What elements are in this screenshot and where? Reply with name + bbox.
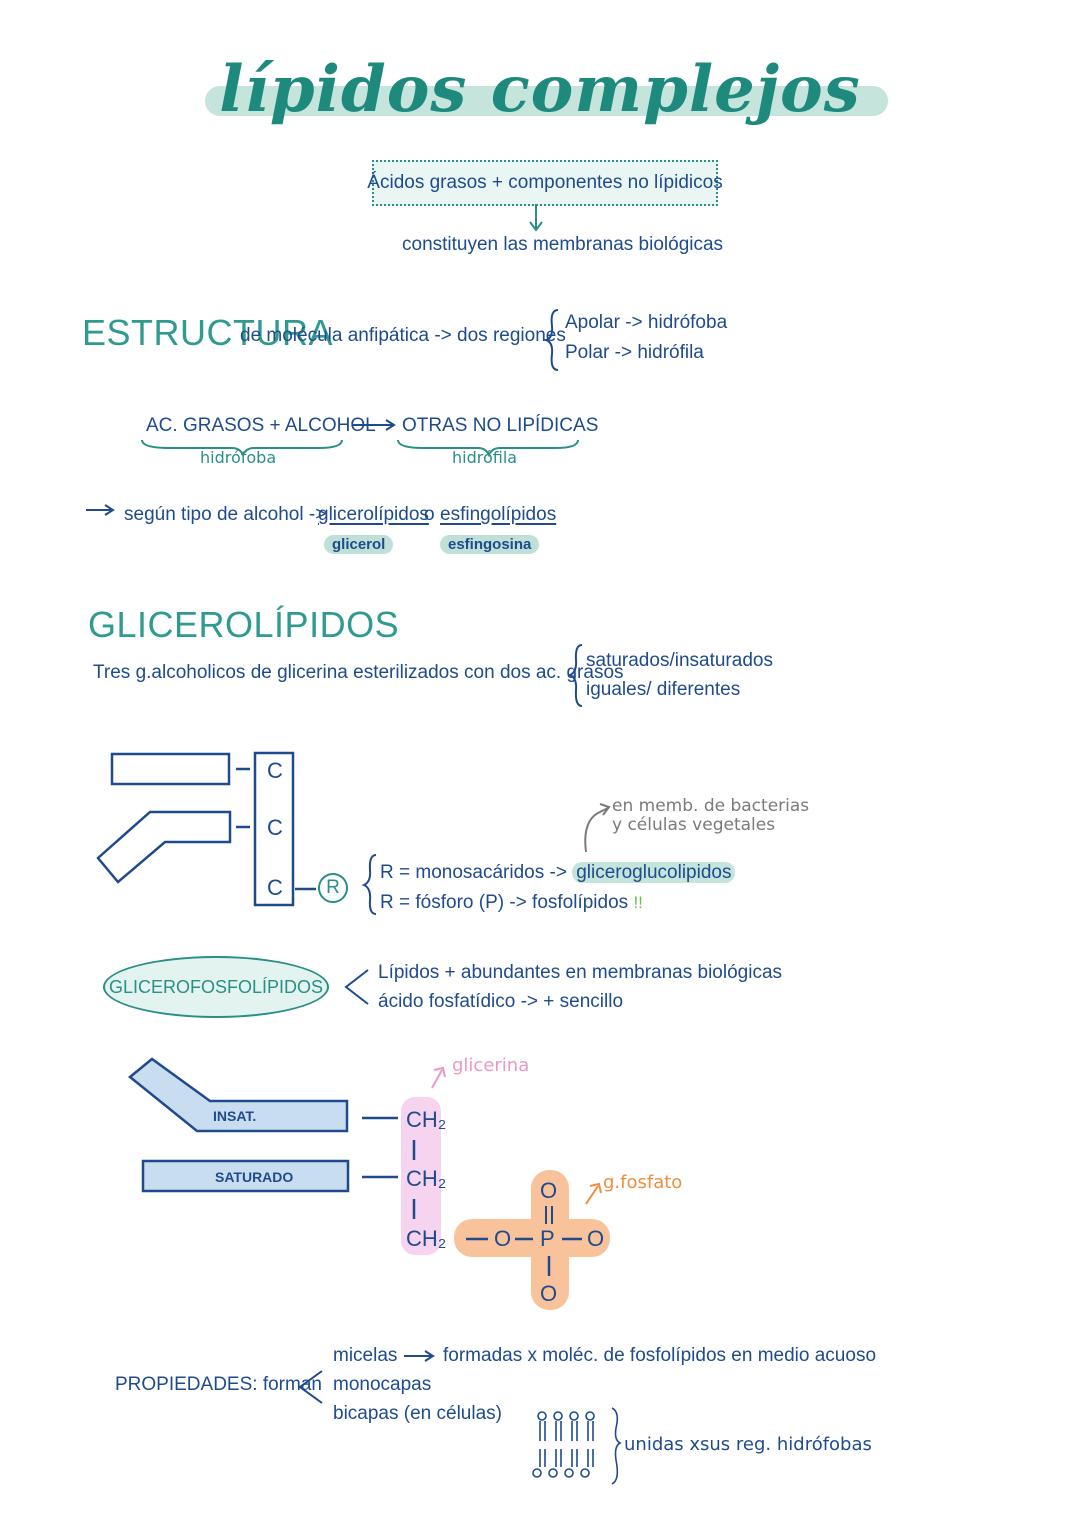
page-title: lípidos complejos xyxy=(219,52,861,127)
glicerina-label: glicerina xyxy=(452,1055,530,1076)
definition-box: Ácidos grasos + componentes no lípidicos xyxy=(367,160,723,206)
gfl-point-1: Lípidos + abundantes en membranas biológ… xyxy=(378,962,783,983)
r-option-1-text: R = monosacáridos -> xyxy=(380,862,567,883)
carbon-1: C xyxy=(267,758,283,783)
bilayer-sketch xyxy=(532,1407,622,1485)
note-arrow-head xyxy=(599,803,611,816)
heading-estructura: ESTRUCTURA xyxy=(82,312,334,353)
ch2-2: CH₂ xyxy=(406,1166,447,1191)
exclaim-mark: !! xyxy=(633,893,643,912)
tag-esfingosina: esfingosina xyxy=(440,535,540,554)
option-glicerolipidos: glicerolípidos xyxy=(318,504,429,525)
oxygen-bottom: O xyxy=(540,1281,558,1306)
r-option-2-text: R = fósforo (P) -> fosfolípidos xyxy=(380,892,629,913)
oval-glicerofosfolipidos: GLICEROFOSFOLÍPIDOS xyxy=(103,956,329,1018)
fosfato-label: g.fosfato xyxy=(603,1172,683,1193)
brace-hidrofoba xyxy=(141,439,343,458)
fosfato-arrow-head xyxy=(589,1182,602,1194)
oxygen-top: O xyxy=(540,1178,558,1203)
heading-glicerolipidos: GLICEROLÍPIDOS xyxy=(88,604,400,645)
carbon-2: C xyxy=(267,815,283,840)
part-acgrasos-note: hidrófoba xyxy=(200,448,277,467)
fosfato-arrow-line xyxy=(585,1185,599,1205)
gfl-angle-bracket xyxy=(344,969,369,1005)
propiedades-bracket xyxy=(298,1370,323,1404)
chain-bent-2 xyxy=(96,810,232,884)
glicerolipidos-brace xyxy=(567,644,583,707)
alcohol-text: según tipo de alcohol -> xyxy=(124,504,327,525)
glicerina-arrow-head xyxy=(433,1066,446,1078)
phosphorus: P xyxy=(540,1226,555,1251)
glicerolipidos-option-1: saturados/insaturados xyxy=(586,650,773,671)
region-apolar: Apolar -> hidrófoba xyxy=(565,312,728,333)
note-arrow-line xyxy=(584,807,609,853)
alcohol-arrow-head xyxy=(104,504,115,516)
r-option-2: R = fósforo (P) -> fosfolípidos !! xyxy=(380,892,643,914)
oval-label: GLICEROFOSFOLÍPIDOS xyxy=(108,976,324,997)
brace-hidrofila xyxy=(397,439,579,458)
carbon-3: C xyxy=(267,875,283,900)
ch2-1: CH₂ xyxy=(406,1107,447,1132)
glicerolipidos-option-2: iguales/ diferentes xyxy=(586,679,741,700)
micelas-description: formadas x moléc. de fosfolípidos en med… xyxy=(443,1345,877,1366)
definition-text: Ácidos grasos + componentes no lípidicos xyxy=(367,172,723,193)
tag-glicerol: glicerol xyxy=(324,535,394,554)
note-line-1: en memb. de bacterias xyxy=(612,796,810,816)
micelas-arrow-head xyxy=(424,1350,435,1362)
estructura-text: de molécula anfipática -> dos regiones xyxy=(240,325,566,346)
oxygen-right: O xyxy=(587,1226,605,1251)
chain-insat xyxy=(128,1057,349,1133)
propiedad-micelas: micelas xyxy=(333,1345,398,1366)
r-options-brace xyxy=(361,854,377,915)
oxygen-ester: O xyxy=(494,1226,512,1251)
r-option-1: R = monosacáridos -> gliceroglucolipidos xyxy=(380,862,736,884)
r-option-1-result: gliceroglucolipidos xyxy=(572,862,736,883)
note-line-2: y células vegetales xyxy=(612,815,776,835)
bilayer-note: unidas xsus reg. hidrófobas xyxy=(624,1434,872,1455)
glicerolipidos-text: Tres g.alcoholicos de glicerina esterili… xyxy=(93,662,624,683)
r-group-label: R xyxy=(326,877,340,898)
definition-arrow-head xyxy=(529,221,543,232)
ch2-3: CH₂ xyxy=(406,1226,447,1251)
estructura-brace xyxy=(542,309,559,371)
chain-saturado-label: SATURADO xyxy=(215,1169,294,1185)
definition-result: constituyen las membranas biológicas xyxy=(402,234,724,255)
option-esfingolipidos: esfingolípidos xyxy=(440,504,557,525)
propiedad-bicapas: bicapas (en células) xyxy=(333,1403,502,1424)
region-polar: Polar -> hidrófila xyxy=(565,342,704,363)
parts-arrow-head xyxy=(385,419,396,431)
part-otras-note: hidrófila xyxy=(452,448,518,467)
propiedades-label: PROPIEDADES: forman xyxy=(115,1374,322,1395)
part-otras: OTRAS NO LIPÍDICAS xyxy=(402,415,599,436)
chain-saturado xyxy=(141,1159,350,1193)
glycerol-highlight xyxy=(401,1097,441,1255)
option-connector: o xyxy=(424,504,435,525)
glycerol-backbone xyxy=(253,751,295,907)
r-group-circle: R xyxy=(318,873,348,903)
propiedad-monocapas: monocapas xyxy=(333,1374,432,1395)
title-highlight xyxy=(205,86,888,116)
gfl-point-2: ácido fosfatídico -> + sencillo xyxy=(378,991,624,1012)
part-acgrasos: AC. GRASOS + ALCOHOL xyxy=(146,415,376,436)
chain-insat-label: INSAT. xyxy=(213,1108,257,1124)
chain-rect-1 xyxy=(110,752,231,786)
glicerina-arrow-line xyxy=(431,1069,443,1089)
